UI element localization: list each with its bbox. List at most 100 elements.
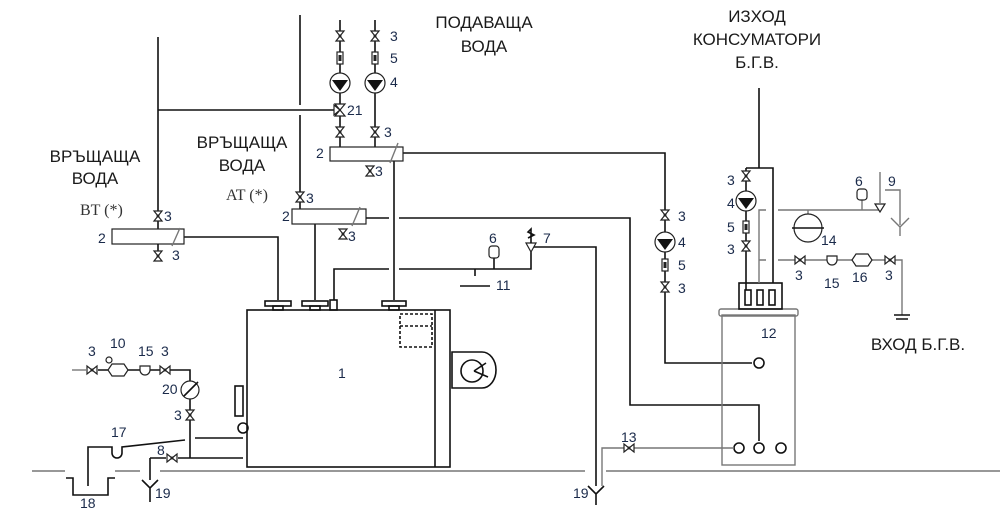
callout: 4 — [678, 234, 686, 250]
callout: 3 — [795, 267, 803, 283]
callout: 3 — [727, 241, 735, 257]
callout: 3 — [172, 247, 180, 263]
filter-icon — [139, 365, 151, 376]
sump-icon — [66, 477, 115, 496]
at-label: AT (*) — [226, 187, 268, 204]
bt-label: BT (*) — [80, 202, 123, 219]
pump-icon — [364, 72, 386, 94]
funnel-icon — [141, 479, 159, 502]
valve-icon — [153, 210, 163, 222]
collector-supply — [329, 146, 404, 162]
dhw-outlet-label-2: КОНСУМАТОРИ — [693, 30, 821, 49]
dhw-circuit — [735, 88, 910, 320]
check-valve-icon — [742, 220, 750, 234]
dhw-tank — [601, 282, 799, 486]
callout: 15 — [138, 343, 154, 359]
pump-icon — [735, 190, 757, 212]
callout: 19 — [573, 485, 589, 501]
callout: 3 — [678, 208, 686, 224]
supply-label-1: ПОДАВАЩА — [435, 13, 533, 32]
valve-icon — [335, 30, 345, 42]
callout: 3 — [348, 228, 356, 244]
callout-numbers: 1 2 2 2 3 3 3 3 3 3 3 5 4 21 6 7 11 3 4 … — [80, 28, 896, 511]
callout: 10 — [110, 335, 126, 351]
callout: 9 — [888, 173, 896, 189]
air-vent-icon — [488, 245, 500, 259]
valve-icon — [741, 170, 751, 182]
valve-icon — [660, 209, 670, 221]
valve-icon — [335, 126, 345, 138]
callout: 4 — [390, 74, 398, 90]
supply-circuit — [329, 20, 752, 364]
return-bt-label-2: ВОДА — [72, 169, 119, 188]
valve-icon — [153, 250, 163, 262]
check-valve-icon — [336, 51, 344, 65]
check-valve-icon — [371, 51, 379, 65]
valve-icon — [370, 30, 380, 42]
funnel-icon — [890, 217, 910, 236]
valve-icon — [338, 228, 348, 240]
callout: 17 — [111, 424, 127, 440]
supply-label-2: ВОДА — [461, 37, 508, 56]
callout: 2 — [282, 208, 290, 224]
flange-icon — [234, 385, 244, 417]
return-at-label-2: ВОДА — [219, 156, 266, 175]
callout: 4 — [727, 195, 735, 211]
safety-line — [333, 227, 605, 505]
valve-icon — [794, 255, 806, 265]
callout: 3 — [390, 28, 398, 44]
callout: 21 — [347, 102, 363, 118]
callout: 5 — [678, 257, 686, 273]
valve-icon — [884, 255, 896, 265]
burner-icon — [451, 351, 497, 389]
filter-icon — [826, 255, 838, 266]
callout: 5 — [727, 219, 735, 235]
callout: 11 — [496, 277, 511, 293]
collector-bt — [111, 228, 185, 245]
valve-icon — [159, 365, 171, 375]
callout: 3 — [174, 407, 182, 423]
callout: 13 — [621, 429, 637, 445]
funnel-icon — [587, 485, 605, 505]
air-vent-icon — [856, 188, 868, 201]
reducer-icon — [851, 253, 873, 267]
callout: 3 — [727, 172, 735, 188]
siphon-icon — [87, 439, 186, 486]
callout: 19 — [155, 485, 171, 501]
callout: 3 — [161, 343, 169, 359]
collector-at — [291, 208, 367, 225]
valve-icon — [86, 365, 98, 375]
valve-icon — [370, 126, 380, 138]
callout: 3 — [678, 280, 686, 296]
bt-return-circuit — [111, 37, 334, 300]
callout: 6 — [489, 230, 497, 246]
at-return-circuit — [291, 15, 760, 441]
callout: 3 — [164, 208, 172, 224]
callout: 6 — [855, 173, 863, 189]
three-way-valve-icon — [333, 103, 347, 117]
boiler — [234, 299, 497, 468]
callout: 18 — [80, 495, 96, 511]
dhw-outlet-label-1: ИЗХОД — [728, 7, 786, 26]
callout: 12 — [761, 325, 777, 341]
reducer-icon — [107, 363, 129, 377]
callout: 8 — [157, 442, 165, 458]
callout: 20 — [162, 381, 178, 397]
valve-icon — [741, 240, 751, 252]
return-bt-label-1: ВРЪЩАЩА — [50, 147, 141, 166]
valve-icon — [365, 165, 375, 177]
callout: 3 — [306, 190, 314, 206]
callout: 16 — [852, 269, 868, 285]
callout: 14 — [821, 232, 837, 248]
dhw-outlet-label-3: Б.Г.В. — [735, 53, 779, 72]
callout: 15 — [824, 275, 840, 291]
dhw-inlet-label: ВХОД Б.Г.В. — [871, 335, 965, 354]
safety-valve-icon — [873, 203, 887, 214]
check-valve-icon — [661, 258, 669, 272]
callout: 3 — [375, 163, 383, 179]
valve-icon — [166, 453, 178, 463]
callout: 3 — [384, 124, 392, 140]
fill-circuit — [66, 356, 243, 502]
